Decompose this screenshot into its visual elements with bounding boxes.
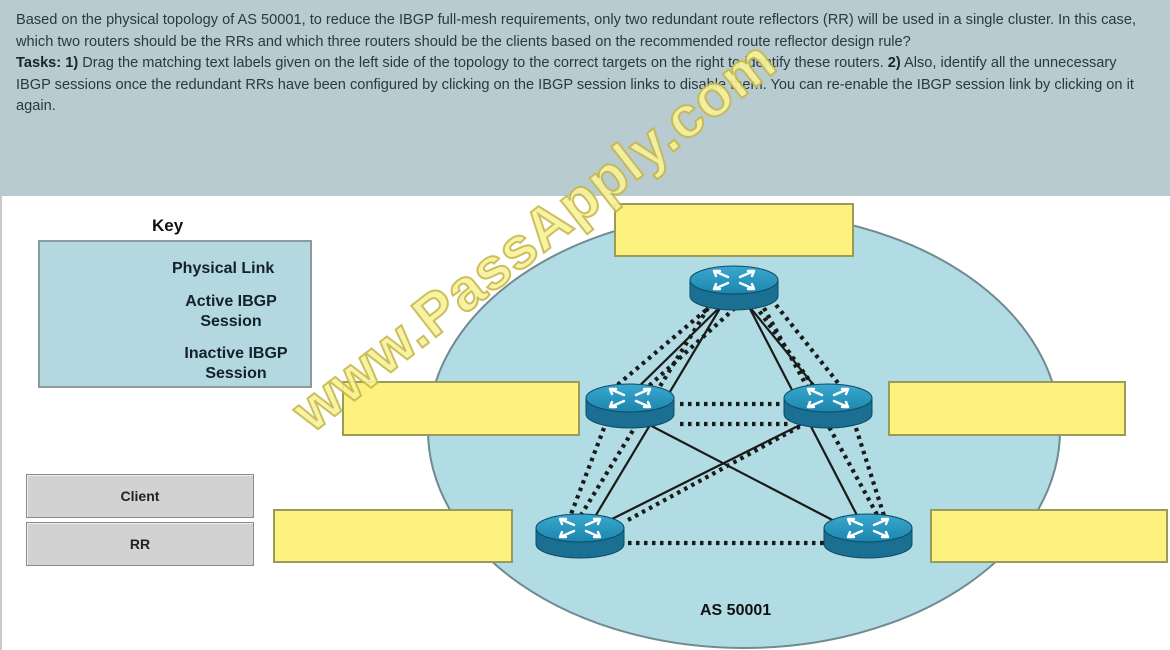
router-mid-right bbox=[782, 382, 874, 430]
key-physical-label: Physical Link bbox=[172, 260, 275, 277]
router-bottom-right bbox=[822, 512, 914, 560]
legend-box bbox=[38, 240, 312, 388]
router-top bbox=[688, 264, 780, 312]
drop-target-bottom-left[interactable] bbox=[273, 509, 513, 563]
client-label-button[interactable]: Client bbox=[26, 474, 254, 518]
drop-target-mid-left[interactable] bbox=[342, 381, 580, 436]
topology-diagram bbox=[46, 211, 1061, 649]
physical-link bbox=[639, 419, 843, 526]
tasks-label: Tasks: 1) bbox=[16, 55, 79, 71]
key-inactive-line1: Inactive IBGP bbox=[184, 345, 288, 362]
ibgp-sessions bbox=[566, 303, 889, 546]
task2-label: 2) bbox=[887, 55, 901, 71]
key-title: Key bbox=[152, 216, 184, 235]
ibgp-session-link[interactable] bbox=[566, 427, 606, 523]
ibgp-session-link[interactable] bbox=[576, 306, 710, 522]
ibgp-session-link[interactable] bbox=[600, 303, 714, 400]
task2-text: Also, identify all the unnecessary IBGP … bbox=[16, 55, 1134, 114]
router-mid-left bbox=[584, 382, 676, 430]
ibgp-session-link[interactable] bbox=[774, 303, 852, 400]
router-bottom-left bbox=[534, 512, 626, 560]
drop-target-bottom-right[interactable] bbox=[930, 509, 1168, 563]
key-active-label: Active IBGP Session bbox=[176, 292, 286, 326]
key-active-line1: Active IBGP bbox=[185, 293, 277, 310]
ibgp-session-link[interactable] bbox=[626, 420, 810, 522]
question-text: Based on the physical topology of AS 500… bbox=[16, 12, 1136, 50]
key-inactive-label: Inactive IBGP Session bbox=[168, 344, 304, 384]
task1-text: Drag the matching text labels given on t… bbox=[78, 55, 888, 71]
ibgp-session-link[interactable] bbox=[853, 427, 889, 523]
physical-link bbox=[599, 419, 811, 526]
drop-target-top[interactable] bbox=[614, 203, 854, 257]
instructions-panel: Based on the physical topology of AS 500… bbox=[0, 0, 1170, 196]
drop-target-mid-right[interactable] bbox=[888, 381, 1126, 436]
rr-label-button[interactable]: RR bbox=[26, 522, 254, 566]
key-inactive-line2: Session bbox=[205, 365, 267, 382]
tasks-text: Tasks: 1) Drag the matching text labels … bbox=[16, 53, 1154, 118]
key-active-line2: Session bbox=[200, 313, 262, 326]
as-label: AS 50001 bbox=[700, 602, 772, 619]
